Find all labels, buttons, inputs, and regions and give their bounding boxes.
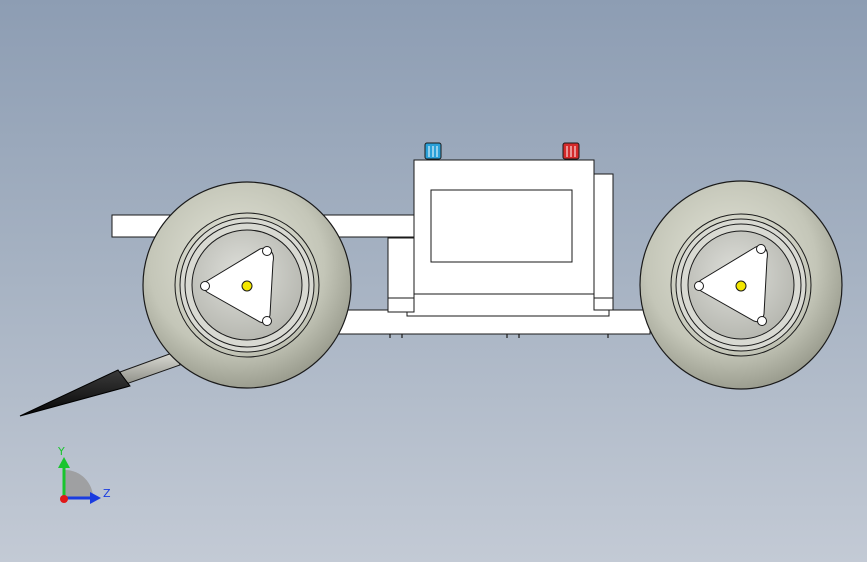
tow-bar[interactable] — [19, 351, 181, 417]
right-lug-bolt — [756, 244, 766, 254]
z-axis-label: Z — [103, 487, 111, 500]
battery-base-plate — [406, 291, 610, 317]
triad-plane-indicator — [65, 470, 93, 498]
battery-label-panel — [430, 189, 573, 263]
left-lug-bolt — [200, 281, 210, 291]
right-wheel[interactable] — [639, 180, 843, 390]
negative-terminal[interactable] — [424, 142, 442, 160]
rail-bolts — [389, 334, 609, 338]
right-lug-bolt — [757, 316, 767, 326]
positive-terminal[interactable] — [562, 142, 580, 160]
left-support-post — [387, 237, 415, 313]
left-wheel[interactable] — [142, 181, 352, 389]
z-arrow-head — [90, 492, 101, 504]
left-hub-plate — [203, 247, 274, 324]
right-lug-bolt — [694, 281, 704, 291]
left-lug-bolt — [262, 246, 272, 256]
left-lug-bolt — [262, 316, 272, 326]
y-axis-label: Y — [57, 445, 65, 458]
right-axle-marker — [735, 280, 747, 292]
battery-box[interactable] — [413, 142, 595, 295]
reference-triad[interactable]: Y Z — [57, 445, 111, 504]
right-hub-plate — [697, 245, 768, 323]
y-arrow-head — [58, 457, 70, 468]
left-axle-marker — [241, 280, 253, 292]
x-axis-dot — [60, 495, 68, 503]
tow-bar-spike — [19, 369, 131, 417]
right-support-post — [593, 173, 614, 311]
tow-bar-rod — [119, 351, 181, 385]
